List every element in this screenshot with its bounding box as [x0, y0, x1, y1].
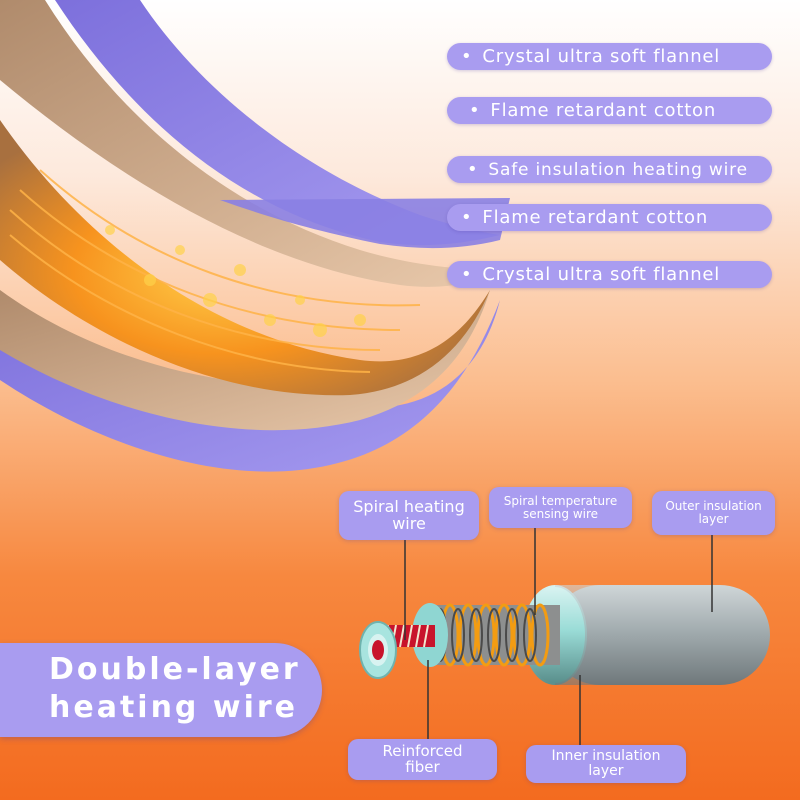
label-spiral-heating-wire: Spiral heating wire	[339, 491, 479, 540]
layer-label-top-flannel: • Crystal ultra soft flannel	[447, 43, 772, 70]
label-outer-insulation-layer: Outer insulation layer	[652, 491, 775, 535]
lower-cotton-layer	[0, 290, 490, 431]
layer-label-upper-cotton: • Flame retardant cotton	[447, 97, 772, 124]
layer-label-bottom-flannel: • Crystal ultra soft flannel	[447, 261, 772, 288]
top-flannel-layer	[55, 0, 500, 246]
heating-wire-layer	[0, 120, 490, 396]
bottom-flannel-layer	[0, 300, 500, 472]
headline-line-1: Double-layer	[49, 652, 301, 687]
label-inner-insulation-layer: Inner insulation layer	[526, 745, 686, 783]
label-reinforced-fiber: Reinforced fiber	[348, 739, 497, 780]
label-spiral-temperature-sensing-wire: Spiral temperature sensing wire	[489, 487, 632, 528]
upper-cotton-layer	[0, 0, 500, 287]
layer-label-lower-cotton: • Flame retardant cotton	[447, 204, 772, 231]
heating-cable-illustration	[359, 585, 770, 685]
headline-banner: Double-layer heating wire	[0, 643, 322, 737]
headline-line-2: heating wire	[49, 690, 298, 725]
layer-label-heating-wire: • Safe insulation heating wire	[447, 156, 772, 183]
